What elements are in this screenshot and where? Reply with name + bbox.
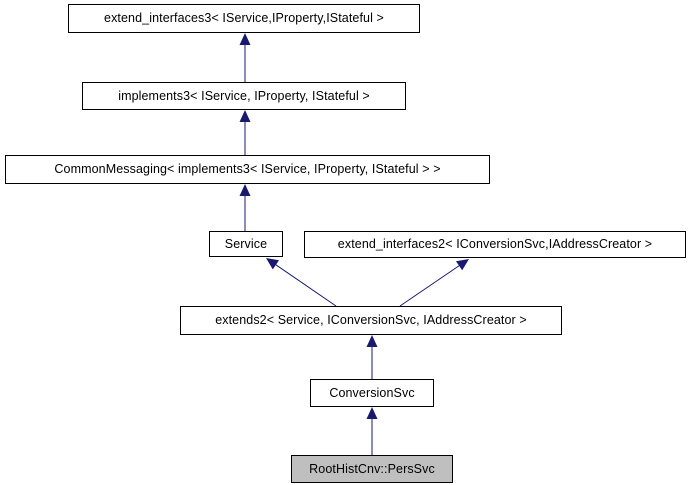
class-node-label: ConversionSvc [329, 385, 415, 400]
class-node-label: extends2< Service, IConversionSvc, IAddr… [215, 313, 527, 328]
arrowhead-icon [239, 110, 251, 122]
edge-line [275, 264, 337, 307]
inheritance-edge [239, 33, 251, 82]
arrowhead-icon [266, 258, 280, 270]
inheritance-edge [366, 407, 378, 455]
inheritance-edge [239, 110, 251, 155]
class-node-label: extend_interfaces3< IService,IProperty,I… [104, 11, 384, 26]
inheritance-edge [366, 335, 378, 379]
inheritance-edge [266, 258, 337, 307]
arrowhead-icon [239, 184, 251, 196]
class-node-extend_interfaces2[interactable]: extend_interfaces2< IConversionSvc,IAddr… [304, 231, 686, 258]
class-node-extend_interfaces3[interactable]: extend_interfaces3< IService,IProperty,I… [68, 4, 420, 33]
inheritance-edge [239, 184, 251, 231]
class-node-ConversionSvc[interactable]: ConversionSvc [310, 379, 434, 407]
class-node-label: implements3< IService, IProperty, IState… [118, 88, 370, 103]
edge-line [399, 265, 460, 307]
class-node-CommonMessaging[interactable]: CommonMessaging< implements3< IService, … [5, 155, 490, 184]
class-node-label: CommonMessaging< implements3< IService, … [54, 162, 441, 177]
inheritance-edge [399, 259, 469, 307]
class-node-label: extend_interfaces2< IConversionSvc,IAddr… [337, 237, 653, 252]
class-node-label: Service [224, 236, 268, 251]
arrowhead-icon [366, 335, 378, 347]
class-node-Service[interactable]: Service [209, 231, 283, 257]
arrowhead-icon [239, 33, 251, 45]
class-node-RootHistCnv_PersSvc[interactable]: RootHistCnv::PersSvc [291, 455, 453, 483]
arrowhead-icon [366, 407, 378, 419]
arrowhead-icon [455, 259, 469, 271]
class-node-implements3[interactable]: implements3< IService, IProperty, IState… [82, 82, 406, 110]
class-node-label: RootHistCnv::PersSvc [309, 461, 435, 476]
class-node-extends2[interactable]: extends2< Service, IConversionSvc, IAddr… [180, 306, 562, 335]
